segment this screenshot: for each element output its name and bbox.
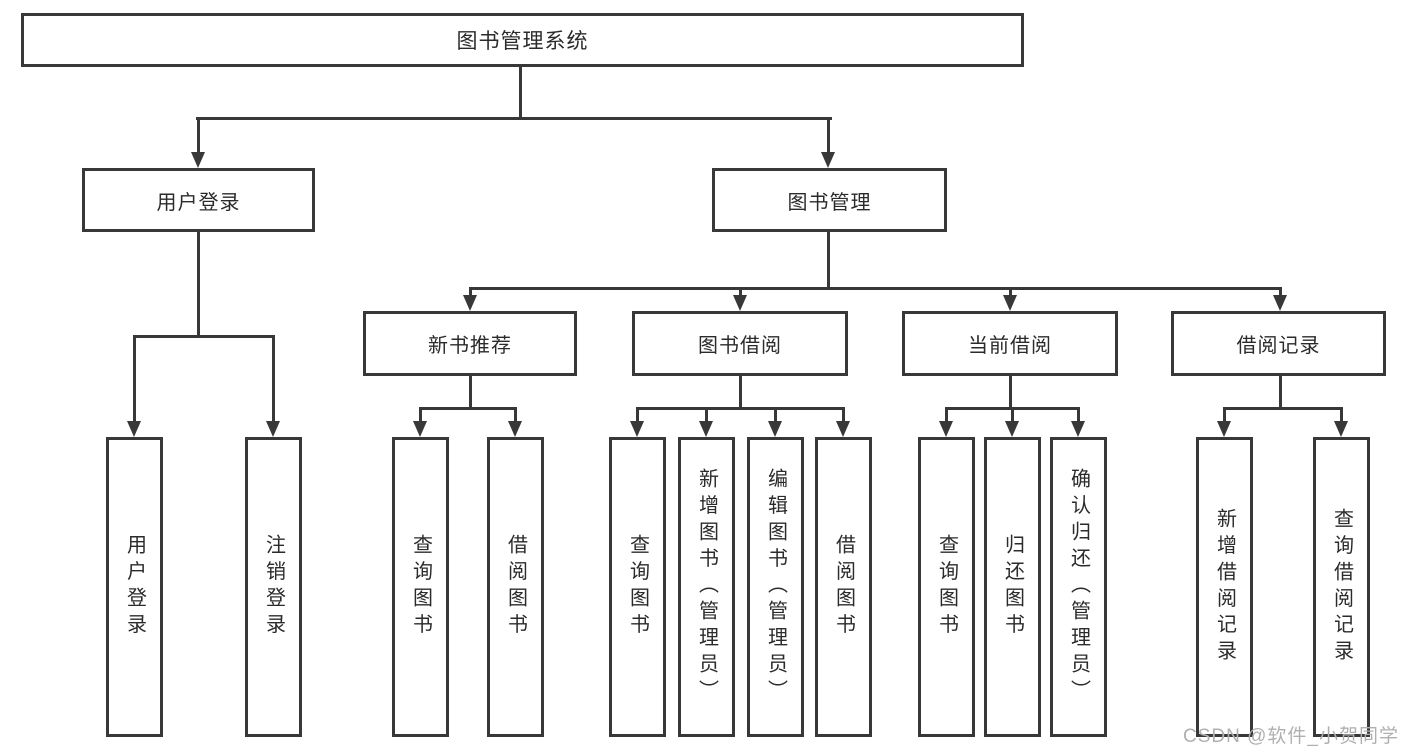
node-current-borrow: 当前借阅 <box>902 311 1118 376</box>
leaf-query-books-3: 查询图书 <box>918 437 975 737</box>
node-label: 图书管理系统 <box>456 30 589 53</box>
leaf-label: 查询借阅记录 <box>1330 507 1353 667</box>
leaf-user-login: 用户登录 <box>106 437 163 737</box>
leaf-edit-books-admin: 编辑图书（管理员） <box>747 437 804 737</box>
leaf-label: 注销登录 <box>262 534 285 640</box>
edge-line <box>469 287 1282 290</box>
leaf-logout: 注销登录 <box>245 437 302 737</box>
edge-line <box>827 232 830 287</box>
leaf-label: 编辑图书（管理员） <box>764 468 787 706</box>
leaf-label: 新增借阅记录 <box>1213 507 1236 667</box>
edge-line <box>1011 407 1014 422</box>
leaf-query-borrow-record: 查询借阅记录 <box>1313 437 1370 737</box>
edge-line <box>739 287 742 296</box>
node-new-books: 新书推荐 <box>363 311 577 376</box>
edge-line <box>419 407 422 422</box>
leaf-borrow-books-1: 借阅图书 <box>487 437 544 737</box>
edge-line <box>1340 407 1343 422</box>
edge-line <box>133 335 274 338</box>
edge-line <box>1279 287 1282 296</box>
leaf-borrow-books-2: 借阅图书 <box>815 437 872 737</box>
arrow-down-icon <box>768 421 782 437</box>
leaf-label: 查询图书 <box>935 534 958 640</box>
edge-line <box>945 407 948 422</box>
edge-line <box>1223 407 1342 410</box>
arrow-down-icon <box>1334 421 1348 437</box>
arrow-down-icon <box>733 295 747 311</box>
edge-line <box>419 407 516 410</box>
arrow-down-icon <box>630 421 644 437</box>
leaf-confirm-return-admin: 确认归还（管理员） <box>1050 437 1107 737</box>
leaf-label: 用户登录 <box>123 534 146 640</box>
node-book-borrow: 图书借阅 <box>632 311 848 376</box>
edge-line <box>519 67 522 117</box>
leaf-label: 借阅图书 <box>832 534 855 640</box>
edge-line <box>739 376 742 407</box>
leaf-label: 查询图书 <box>409 534 432 640</box>
leaf-label: 确认归还（管理员） <box>1067 468 1090 706</box>
edge-line <box>636 407 639 422</box>
leaf-label: 查询图书 <box>626 534 649 640</box>
arrow-down-icon <box>127 421 141 437</box>
arrow-down-icon <box>699 421 713 437</box>
node-label: 新书推荐 <box>428 335 512 357</box>
arrow-down-icon <box>821 152 835 168</box>
edge-line <box>1279 376 1282 407</box>
node-label: 用户登录 <box>156 191 241 214</box>
arrow-down-icon <box>1071 421 1085 437</box>
csdn-watermark: CSDN @软件_小贺同学 <box>1183 726 1399 747</box>
arrow-down-icon <box>1273 295 1287 311</box>
edge-line <box>469 376 472 407</box>
arrow-down-icon <box>1217 421 1231 437</box>
edge-line <box>272 335 275 421</box>
arrow-down-icon <box>939 421 953 437</box>
edge-line <box>636 407 844 410</box>
arrow-down-icon <box>1003 295 1017 311</box>
leaf-return-books: 归还图书 <box>984 437 1041 737</box>
arrow-down-icon <box>508 421 522 437</box>
edge-line <box>514 407 517 422</box>
node-label: 借阅记录 <box>1236 335 1321 357</box>
node-label: 当前借阅 <box>968 335 1052 357</box>
node-borrow-records: 借阅记录 <box>1171 311 1386 376</box>
leaf-label: 借阅图书 <box>504 534 527 640</box>
node-label: 图书管理 <box>787 191 872 214</box>
edge-line <box>774 407 777 422</box>
arrow-down-icon <box>413 421 427 437</box>
node-book-mgmt: 图书管理 <box>712 168 947 232</box>
leaf-add-books-admin: 新增图书（管理员） <box>678 437 735 737</box>
edge-line <box>827 117 830 153</box>
node-root-system: 图书管理系统 <box>21 13 1024 67</box>
leaf-label: 归还图书 <box>1001 534 1024 640</box>
edge-line <box>196 117 832 120</box>
edge-line <box>197 117 200 153</box>
edge-line <box>705 407 708 422</box>
leaf-label: 新增图书（管理员） <box>695 468 718 706</box>
edge-line <box>1009 287 1012 296</box>
arrow-down-icon <box>266 421 280 437</box>
arrow-down-icon <box>1005 421 1019 437</box>
edge-line <box>1077 407 1080 422</box>
node-user-login: 用户登录 <box>82 168 315 232</box>
node-label: 图书借阅 <box>698 335 782 357</box>
leaf-query-books-1: 查询图书 <box>392 437 449 737</box>
arrow-down-icon <box>191 152 205 168</box>
edge-line <box>197 232 200 335</box>
edge-line <box>469 287 472 296</box>
leaf-query-books-2: 查询图书 <box>609 437 666 737</box>
edge-line <box>1009 376 1012 407</box>
edge-line <box>842 407 845 422</box>
arrow-down-icon <box>463 295 477 311</box>
leaf-add-borrow-record: 新增借阅记录 <box>1196 437 1253 737</box>
arrow-down-icon <box>836 421 850 437</box>
edge-line <box>133 335 136 421</box>
edge-line <box>1223 407 1226 422</box>
